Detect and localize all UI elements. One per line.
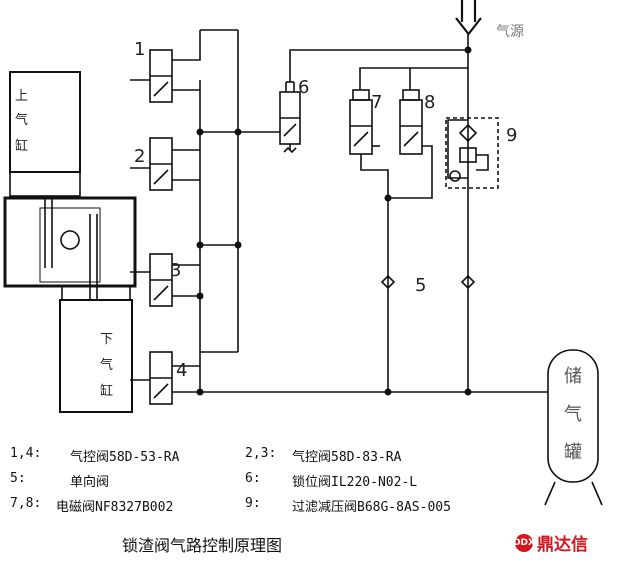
valve-7-output-line — [360, 154, 389, 198]
legend-value-6: 锁位阀IL220-N02-L — [292, 475, 418, 490]
brand-name: 鼎达信 — [537, 535, 588, 555]
label-7: 7 — [371, 92, 382, 113]
gas-tank-body — [547, 349, 599, 483]
regulator-9-body — [445, 117, 499, 189]
legend-key-5: 5: — [10, 471, 26, 486]
legend-key-9: 9: — [245, 496, 261, 511]
check-valve-5-right — [460, 274, 476, 290]
diagram-caption: 锁渣阀气路控制原理图 — [122, 536, 283, 555]
lower-cylinder-label-1: 下 — [100, 332, 113, 347]
legend-value-1-4: 气控阀58D-53-RA — [70, 450, 180, 465]
legend-key-1-4: 1,4: — [10, 446, 42, 461]
tank-label-1: 储 — [564, 366, 582, 387]
label-6: 6 — [298, 77, 309, 98]
air-source-label: 气源 — [496, 24, 524, 40]
regulator-connection — [447, 119, 468, 179]
label-8: 8 — [424, 92, 435, 113]
valve-8-output-line — [388, 145, 433, 199]
legend-key-7-8: 7,8: — [10, 496, 42, 511]
lower-cylinder-label-3: 缸 — [100, 383, 113, 399]
check-valve-5-left — [380, 274, 396, 290]
label-3: 3 — [170, 260, 181, 281]
brand-mark-icon: DDX — [513, 533, 535, 552]
tank-label-2: 气 — [564, 404, 582, 425]
air-source-arrow — [455, 0, 482, 36]
label-1: 1 — [134, 39, 145, 60]
upper-cylinder-label-3: 缸 — [15, 138, 28, 154]
slag-valve-housing — [3, 196, 137, 288]
junction-dots — [196, 46, 472, 396]
label-9: 9 — [506, 125, 517, 146]
legend-value-7-8: 电磁阀NF8327B002 — [56, 500, 174, 515]
legend-key-2-3: 2,3: — [245, 446, 277, 461]
label-4: 4 — [176, 360, 187, 381]
tank-label-3: 罐 — [564, 442, 582, 463]
valve-8-body — [399, 99, 423, 155]
supply-line-to-valve-7 — [359, 67, 468, 90]
lower-cylinder-body — [59, 299, 133, 413]
valve-7-body — [349, 99, 373, 155]
legend-value-5: 单向阀 — [70, 475, 110, 490]
lower-cylinder-label-2: 气 — [100, 357, 113, 373]
legend-value-2-3: 气控阀58D-83-RA — [292, 450, 402, 465]
upper-cylinder-label-2: 气 — [15, 112, 28, 128]
legend-key-6: 6: — [245, 471, 261, 486]
supply-line-to-valve-6 — [289, 49, 468, 82]
brand-logo: DDX 鼎达信 — [513, 530, 588, 555]
label-5: 5 — [415, 275, 426, 296]
legend-value-9: 过滤减压阀B68G-8AS-005 — [292, 500, 451, 515]
label-2: 2 — [134, 146, 145, 167]
upper-cylinder-label-1: 上 — [15, 89, 28, 104]
